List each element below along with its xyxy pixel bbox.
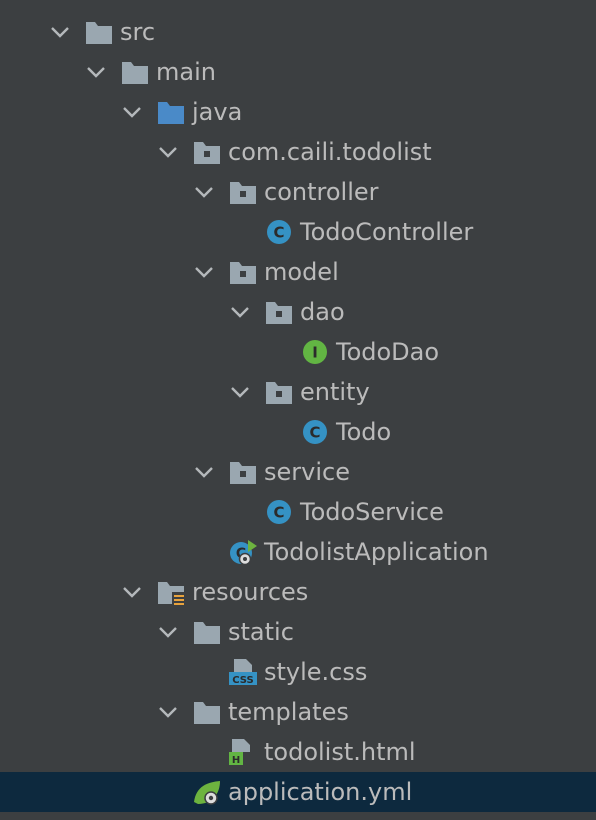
svg-text:C: C bbox=[309, 424, 320, 442]
tree-item-label: TodoController bbox=[300, 218, 474, 246]
tree-item-label: dao bbox=[300, 298, 345, 326]
tree-item-label: entity bbox=[300, 378, 370, 406]
tree-row-todoservice[interactable]: C TodoService bbox=[0, 492, 596, 532]
tree-item-label: resources bbox=[192, 578, 309, 606]
svg-text:C: C bbox=[236, 546, 246, 562]
tree-item-label: com.caili.todolist bbox=[228, 138, 432, 166]
chevron-down-icon[interactable] bbox=[84, 60, 108, 84]
tree-item-label: java bbox=[192, 98, 243, 126]
chevron-down-icon[interactable] bbox=[120, 580, 144, 604]
chevron-down-icon[interactable] bbox=[192, 460, 216, 484]
tree-row-controller[interactable]: controller bbox=[0, 172, 596, 212]
tree-item-label: service bbox=[264, 458, 350, 486]
source-root-folder-icon bbox=[156, 98, 186, 126]
tree-row-style-css[interactable]: CSS style.css bbox=[0, 652, 596, 692]
tree-item-label: TodoDao bbox=[336, 338, 440, 366]
tree-item-label: static bbox=[228, 618, 294, 646]
css-file-icon: CSS bbox=[228, 658, 258, 686]
chevron-down-icon[interactable] bbox=[228, 300, 252, 324]
svg-text:CSS: CSS bbox=[232, 675, 253, 686]
tree-row-src[interactable]: src bbox=[0, 12, 596, 52]
interface-icon: I bbox=[300, 338, 330, 366]
tree-row-resources[interactable]: resources bbox=[0, 572, 596, 612]
class-icon: C bbox=[264, 498, 294, 526]
folder-icon bbox=[192, 618, 222, 646]
tree-item-label: application.yml bbox=[228, 778, 413, 806]
tree-row-entity[interactable]: entity bbox=[0, 372, 596, 412]
svg-text:C: C bbox=[273, 504, 284, 522]
folder-icon bbox=[120, 58, 150, 86]
folder-icon bbox=[84, 18, 114, 46]
html-file-icon: H bbox=[228, 738, 258, 766]
tree-item-label: main bbox=[156, 58, 216, 86]
tree-item-label: Todo bbox=[336, 418, 392, 446]
chevron-down-icon[interactable] bbox=[156, 700, 180, 724]
tree-item-label: TodolistApplication bbox=[264, 538, 489, 566]
tree-item-label: TodoService bbox=[300, 498, 444, 526]
tree-row-model[interactable]: model bbox=[0, 252, 596, 292]
tree-row-todolistapplication[interactable]: C TodolistApplication bbox=[0, 532, 596, 572]
spring-boot-class-icon: C bbox=[228, 538, 258, 566]
tree-row-dao[interactable]: dao bbox=[0, 292, 596, 332]
chevron-down-icon[interactable] bbox=[48, 20, 72, 44]
package-icon bbox=[228, 178, 258, 206]
tree-row-static[interactable]: static bbox=[0, 612, 596, 652]
chevron-down-icon[interactable] bbox=[192, 260, 216, 284]
package-icon bbox=[264, 378, 294, 406]
cutoff-folder-icon bbox=[118, 812, 148, 820]
tree-item-label: src bbox=[120, 18, 156, 46]
tree-row-application-yml[interactable]: application.yml bbox=[0, 772, 596, 812]
tree-row-main[interactable]: main bbox=[0, 52, 596, 92]
tree-item-label: model bbox=[264, 258, 339, 286]
tree-row-tododao[interactable]: I TodoDao bbox=[0, 332, 596, 372]
tree-row-templates[interactable]: templates bbox=[0, 692, 596, 732]
package-icon bbox=[192, 138, 222, 166]
chevron-down-icon[interactable] bbox=[156, 620, 180, 644]
tree-row-java[interactable]: java bbox=[0, 92, 596, 132]
chevron-down-icon[interactable] bbox=[156, 140, 180, 164]
chevron-down-icon[interactable] bbox=[192, 180, 216, 204]
chevron-down-icon[interactable] bbox=[228, 380, 252, 404]
svg-text:C: C bbox=[273, 224, 284, 242]
tree-row-com-caili-todolist[interactable]: com.caili.todolist bbox=[0, 132, 596, 172]
svg-text:H: H bbox=[232, 755, 240, 766]
tree-row-service[interactable]: service bbox=[0, 452, 596, 492]
tree-item-label: style.css bbox=[264, 658, 368, 686]
class-icon: C bbox=[264, 218, 294, 246]
package-icon bbox=[228, 458, 258, 486]
tree-row-todocontroller[interactable]: C TodoController bbox=[0, 212, 596, 252]
resources-folder-icon bbox=[156, 578, 186, 606]
package-icon bbox=[264, 298, 294, 326]
tree-item-label: templates bbox=[228, 698, 349, 726]
svg-text:I: I bbox=[312, 344, 318, 362]
spring-yml-file-icon bbox=[192, 778, 222, 806]
folder-icon bbox=[192, 698, 222, 726]
chevron-down-icon[interactable] bbox=[120, 100, 144, 124]
tree-row-todo[interactable]: C Todo bbox=[0, 412, 596, 452]
package-icon bbox=[228, 258, 258, 286]
tree-item-label: todolist.html bbox=[264, 738, 416, 766]
class-icon: C bbox=[300, 418, 330, 446]
tree-item-label: controller bbox=[264, 178, 379, 206]
